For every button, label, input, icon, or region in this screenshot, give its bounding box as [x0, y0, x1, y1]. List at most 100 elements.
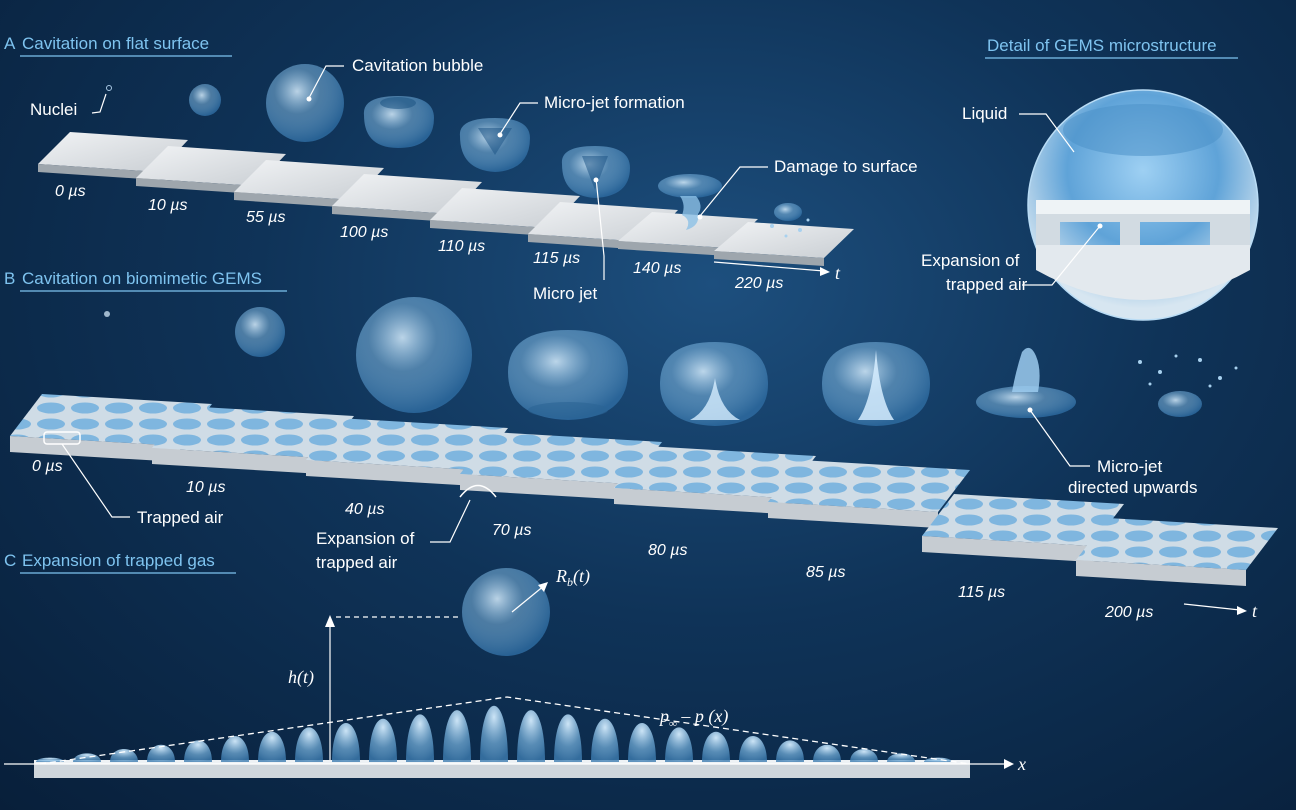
cavitation-bubble	[266, 64, 344, 142]
gems-plate	[768, 460, 970, 528]
panel-a-letter: A	[4, 34, 16, 53]
nuclei-label: Nuclei	[30, 100, 77, 119]
gems-plate	[922, 494, 1124, 562]
damage-leader	[699, 166, 768, 217]
air-dome	[406, 714, 434, 762]
air-dome	[850, 749, 878, 762]
gems-substrate	[34, 760, 970, 778]
time-axis-a-label: t	[835, 263, 841, 283]
small-bubble	[189, 84, 221, 116]
flat-plate	[38, 132, 188, 180]
time-label: 0 µs	[32, 458, 63, 475]
nucleus	[106, 85, 112, 91]
panel-b-letter: B	[4, 269, 15, 288]
damage-label: Damage to surface	[774, 157, 918, 176]
air-dome	[443, 710, 471, 762]
air-dome	[147, 744, 175, 762]
time-axis-b-arrow	[1237, 606, 1247, 615]
air-dome	[36, 757, 64, 762]
gems-plate	[306, 418, 508, 486]
panel-b-heading: Cavitation on biomimetic GEMS	[22, 269, 262, 288]
air-dome	[702, 731, 730, 762]
air-dome	[258, 731, 286, 762]
time-label: 100 µs	[340, 224, 388, 241]
micro-jet-bubble	[459, 118, 530, 172]
expansion-label-2: trapped air	[316, 553, 398, 572]
gems-plate	[614, 446, 816, 514]
air-dome	[295, 727, 323, 762]
height-label: h(t)	[288, 667, 314, 688]
flat-plate	[430, 188, 580, 236]
expanded-air-marker	[459, 484, 497, 498]
leader-dot	[697, 214, 703, 220]
radius-arrow	[511, 584, 546, 613]
microjet-up-label-2: directed upwards	[1068, 478, 1197, 497]
radius-arrow-head	[538, 582, 548, 592]
bubble-debris	[770, 203, 810, 238]
time-label: 85 µs	[806, 564, 845, 581]
bubble-debris	[1138, 354, 1238, 417]
leader-dot	[497, 132, 503, 138]
time-label: 140 µs	[633, 260, 681, 277]
air-dome	[887, 753, 915, 762]
time-axis-a-arrow	[820, 267, 830, 276]
time-label: 10 µs	[148, 197, 187, 214]
detail-expansion-leader	[1022, 225, 1101, 286]
gems-plate	[1076, 518, 1278, 586]
time-label: 220 µs	[734, 275, 783, 292]
air-dome	[665, 727, 693, 762]
trapped-air-leader	[61, 443, 130, 518]
gems-plate	[460, 432, 662, 500]
expanding-air-domes	[36, 705, 952, 762]
micro-jet-leader	[595, 177, 605, 280]
gems-plate	[10, 394, 212, 462]
microjet-up-label-1: Micro-jet	[1097, 457, 1162, 476]
small-bubble	[235, 307, 285, 357]
micro-jet-bubble	[561, 146, 630, 198]
time-label: 115 µs	[958, 584, 1005, 601]
air-dome	[739, 736, 767, 762]
air-dome	[480, 705, 508, 762]
air-dome	[628, 723, 656, 762]
microjet-up-leader	[1029, 409, 1090, 467]
cavitation-bubble-leader	[308, 65, 344, 99]
air-dome	[517, 710, 545, 762]
air-dome	[73, 753, 101, 762]
time-label: 70 µs	[492, 522, 531, 539]
expansion-leader	[430, 499, 471, 543]
x-axis-label: x	[1017, 754, 1026, 774]
leader-dot	[306, 96, 312, 102]
radius-label: Rb(t)	[555, 566, 590, 589]
height-arrow-head	[325, 615, 335, 627]
liquid-label: Liquid	[962, 104, 1007, 123]
flat-plate	[714, 222, 854, 266]
leader-dot	[1097, 223, 1103, 229]
gems-plate	[152, 406, 354, 474]
nuclei-leader	[91, 93, 107, 114]
panel-c-letter: C	[4, 551, 16, 570]
cavitation-bubble-label: Cavitation bubble	[352, 56, 483, 75]
cavitation-bubble	[356, 297, 472, 413]
trapped-air-label: Trapped air	[137, 508, 224, 527]
air-dome	[332, 723, 360, 762]
leader-dot	[1027, 407, 1033, 413]
leader-dot	[593, 177, 599, 183]
micro-jet-label: Micro jet	[533, 284, 598, 303]
time-axis-b-label: t	[1252, 601, 1258, 621]
liquid-leader	[1019, 113, 1075, 153]
time-label: 115 µs	[533, 250, 580, 267]
nucleus	[104, 311, 110, 317]
detail-expansion-label-1: Expansion of	[921, 251, 1020, 270]
detached-bubble	[462, 568, 550, 656]
micro-jet-formation-label: Micro-jet formation	[544, 93, 685, 112]
time-label: 200 µs	[1104, 604, 1153, 621]
pressure-envelope	[39, 696, 971, 765]
panel-b-plates	[10, 394, 1278, 586]
upward-jet-splash	[976, 347, 1076, 418]
air-dome	[813, 744, 841, 762]
time-axis-a	[713, 261, 825, 272]
panel-a-plates	[38, 132, 854, 266]
flat-plate	[136, 146, 286, 194]
detail-circle	[1027, 89, 1259, 321]
